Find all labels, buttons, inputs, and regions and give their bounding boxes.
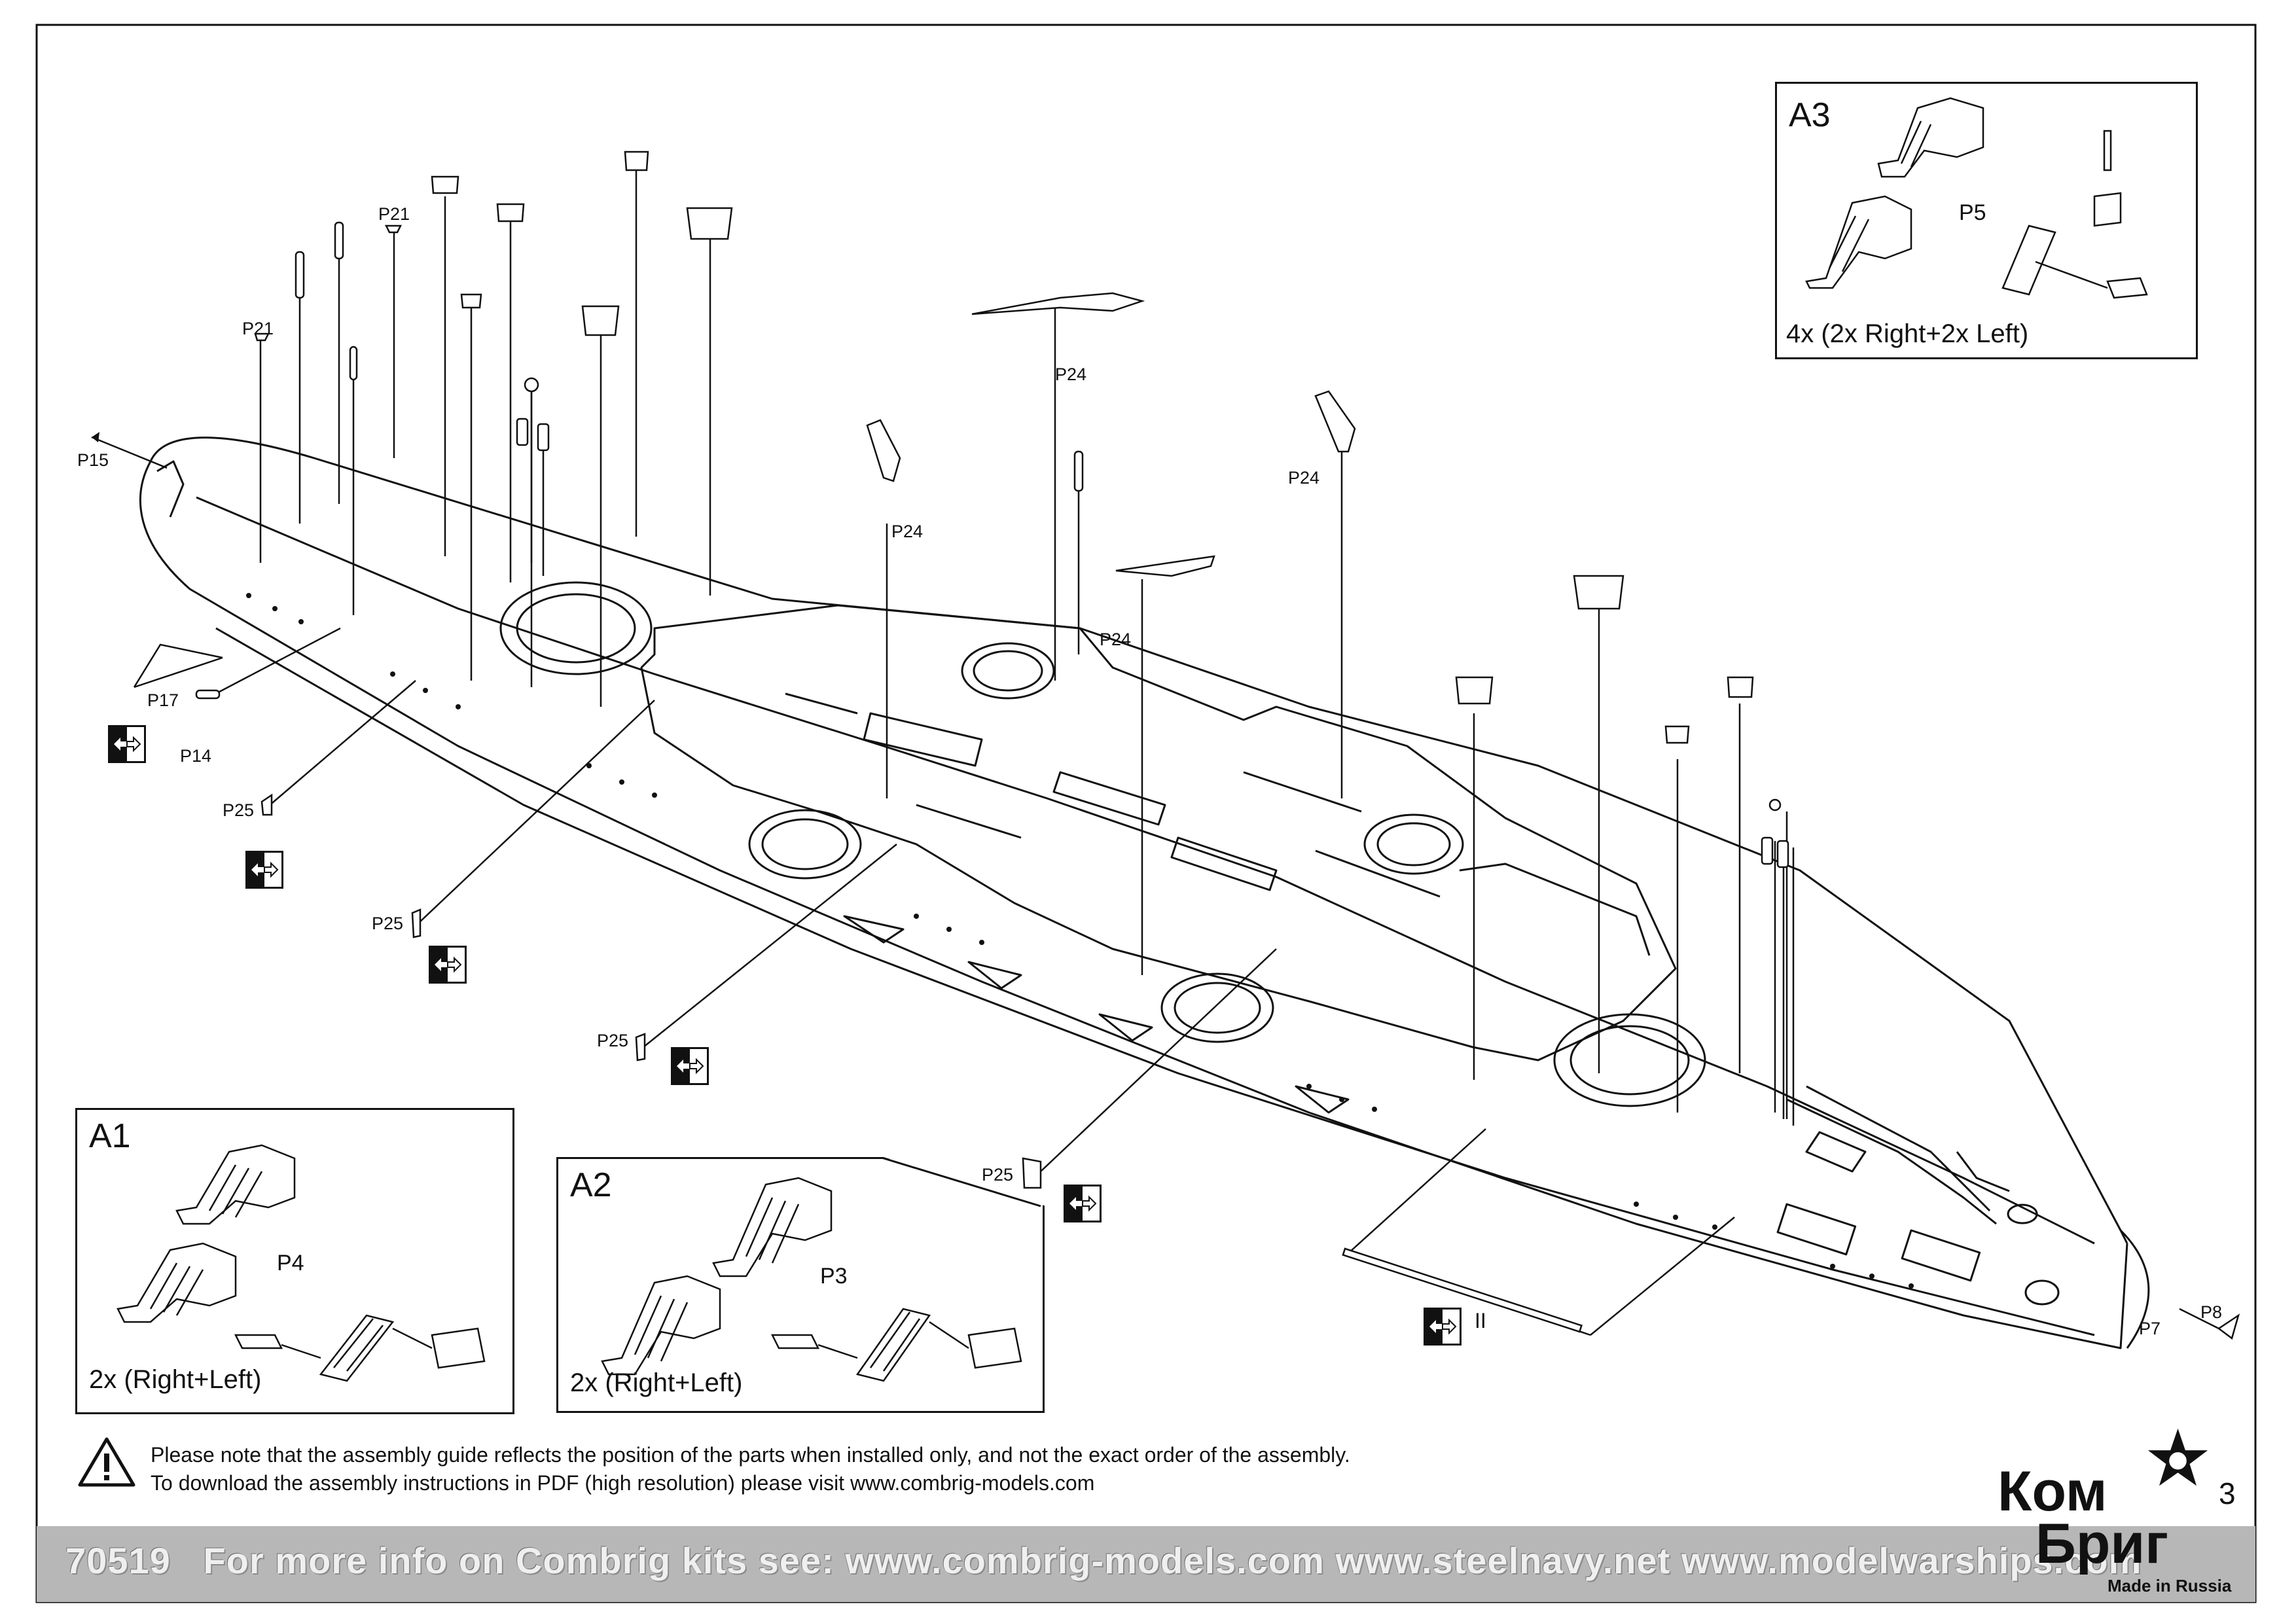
callout-lines (91, 170, 2219, 1336)
part-label-p24-d: P24 (1288, 468, 1320, 488)
flip-side-icon (1064, 1185, 1102, 1222)
inset-a2-part: P3 (820, 1264, 848, 1289)
inset-a1-part: P4 (277, 1251, 304, 1275)
flip-side-icon (245, 851, 283, 889)
logo-tagline: Made in Russia (2108, 1576, 2232, 1596)
part-label-p14: P14 (180, 746, 212, 766)
part-label-p24-b: P24 (1055, 365, 1087, 384)
part-label-p25-a: P25 (223, 800, 255, 820)
inset-a1-count: 2x (Right+Left) (89, 1365, 262, 1394)
part-label-p25-c: P25 (597, 1031, 629, 1050)
inset-a2: A2 P3 2x (Right+Left) (556, 1157, 1045, 1413)
part-label-p25-b: P25 (372, 914, 404, 933)
inset-a3-count: 4x (2x Right+2x Left) (1786, 319, 2029, 348)
deck-fittings (195, 151, 2240, 1340)
inset-a2-corner (881, 1157, 1041, 1207)
a1-drawings (117, 1144, 486, 1382)
part-label-p25-d: P25 (982, 1165, 1014, 1185)
a3-drawings (1805, 97, 2148, 299)
combrig-logo: Ком Бриг Made in Russia (1996, 1427, 2231, 1610)
logo-line-1: Ком (1998, 1460, 2108, 1523)
part-label-p8: P8 (2200, 1302, 2223, 1322)
kit-code: 70519 (65, 1540, 171, 1581)
flip-side-icon (671, 1047, 709, 1085)
footer-info: 70519 For more info on Combrig kits see:… (65, 1539, 2142, 1582)
notice-line-1: Please note that the assembly guide refl… (151, 1443, 1350, 1467)
part-label-p7: P7 (2139, 1319, 2161, 1338)
a2-drawings (601, 1177, 1022, 1382)
flip-side-icon (108, 725, 146, 763)
page-frame (35, 24, 2257, 1603)
notice-line-2: To download the assembly instructions in… (151, 1471, 1095, 1495)
inset-a2-title: A2 (570, 1166, 612, 1204)
part-label-p15: P15 (77, 450, 109, 470)
footer-band (37, 1526, 2255, 1602)
flip-side-icon (429, 946, 467, 984)
page-number: 3 (2219, 1476, 2236, 1510)
inset-a2-count: 2x (Right+Left) (570, 1368, 743, 1397)
logo-line-2: Бриг (2036, 1512, 2169, 1575)
inset-a1: A1 P4 2x (Right+Left) (75, 1108, 514, 1414)
inset-a3-part: P5 (1959, 200, 1986, 225)
hull (139, 437, 2150, 1349)
inset-a3-title: A3 (1789, 96, 1831, 134)
part-label-p21-right: P21 (378, 204, 410, 224)
part-label-p24-a: P24 (891, 522, 924, 541)
inset-a1-title: A1 (89, 1117, 131, 1155)
footer-links: For more info on Combrig kits see: www.c… (203, 1540, 2142, 1581)
warning-triangle-icon (78, 1437, 135, 1487)
p15-arrowhead (92, 432, 99, 442)
star-icon (2147, 1428, 2208, 1486)
inset-a3: A3 P5 4x (2x Right+2x Left) (1775, 82, 2198, 359)
flip-side-icon (1424, 1308, 1462, 1346)
part-label-p24-c: P24 (1100, 630, 1132, 649)
view-label-ii: II (1475, 1309, 1486, 1332)
part-label-p17: P17 (147, 690, 179, 710)
part-label-p21-left: P21 (242, 319, 274, 338)
